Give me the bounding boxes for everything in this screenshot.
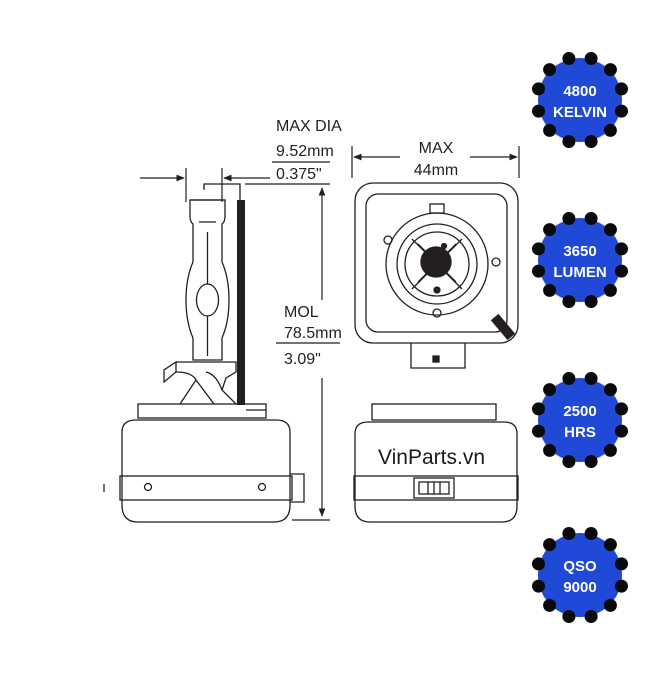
badge-dot	[584, 372, 598, 385]
badge-gear-icon	[538, 58, 622, 142]
badge-dot	[543, 63, 557, 77]
badge-dot	[603, 383, 617, 397]
badge-dot	[615, 402, 628, 416]
badge-dot	[584, 610, 598, 623]
bulb-side-view	[103, 183, 305, 523]
max-width-dimension	[351, 146, 520, 178]
top-view-outer-body	[354, 182, 519, 344]
badge-dot	[615, 579, 628, 593]
badge-dot	[603, 223, 617, 237]
badge-dot	[603, 598, 617, 612]
badge-dot	[562, 372, 576, 385]
badge-dot	[562, 212, 576, 225]
bulb-arc-chamber	[195, 283, 220, 317]
badge-dot	[562, 610, 576, 623]
mol-imperial: 3.09"	[284, 351, 321, 368]
badge-dot	[543, 223, 557, 237]
front-view-collar	[371, 403, 497, 421]
bulb-base-body	[121, 419, 291, 523]
badge-line1: 3650	[563, 243, 596, 260]
badge-line2: KELVIN	[553, 104, 607, 121]
max-dia-dimension	[140, 161, 330, 202]
badge-dot	[584, 295, 598, 308]
watermark-text: VinParts.vn	[378, 446, 485, 469]
max-dia-imperial: 0.375"	[276, 166, 322, 183]
bulb-top-view	[354, 182, 519, 369]
max-dia-metric: 9.52mm	[276, 143, 334, 160]
badge-dot	[603, 443, 617, 457]
badge-dot	[532, 402, 545, 416]
max-width-label: MAX	[419, 140, 454, 157]
top-view-key-tab	[490, 313, 516, 341]
badge-dot	[532, 82, 545, 96]
badge-dot	[603, 63, 617, 77]
front-view-connector-plug	[413, 477, 455, 499]
badge-dot	[584, 135, 598, 148]
mol-label: MOL	[284, 304, 319, 321]
badge-dot	[615, 557, 628, 571]
mol-metric: 78.5mm	[284, 325, 342, 342]
bulb-front-view	[353, 403, 519, 523]
badge-dot	[603, 538, 617, 552]
badge-dot	[543, 383, 557, 397]
badge-dot	[562, 527, 576, 540]
badge-dot	[562, 52, 576, 65]
badge-dot	[562, 455, 576, 468]
spec-badge: QSO 9000	[532, 527, 628, 623]
badge-line2: HRS	[564, 424, 596, 441]
badge-dot	[532, 264, 545, 278]
badge-line1: QSO	[563, 558, 597, 575]
badge-dot	[532, 557, 545, 571]
badge-line2: LUMEN	[553, 264, 606, 281]
max-width-metric: 44mm	[414, 162, 458, 179]
top-view-center-pin	[420, 246, 452, 278]
bulb-collar	[137, 403, 267, 419]
front-view-body	[354, 421, 518, 523]
badge-dot	[584, 212, 598, 225]
badge-dot	[615, 242, 628, 256]
badge-dot	[615, 82, 628, 96]
badge-line1: 2500	[563, 403, 596, 420]
bulb-glass-tube	[185, 199, 230, 361]
badge-gear-icon	[538, 533, 622, 617]
badge-dot	[543, 598, 557, 612]
mol-dimension	[245, 183, 340, 521]
badge-dot	[615, 424, 628, 438]
badge-dot	[543, 443, 557, 457]
badge-dot	[532, 104, 545, 118]
badge-gear-icon	[538, 218, 622, 302]
badge-dot	[532, 579, 545, 593]
max-dia-label: MAX DIA	[276, 118, 342, 135]
badge-dot	[562, 295, 576, 308]
badge-dot	[603, 123, 617, 137]
badge-dot	[603, 283, 617, 297]
bulb-connector-tab	[290, 473, 305, 503]
badge-dot	[615, 104, 628, 118]
badge-dot	[584, 455, 598, 468]
badge-dot	[562, 135, 576, 148]
badge-line2: 9000	[563, 579, 596, 596]
badge-dot	[615, 264, 628, 278]
badge-dot	[532, 242, 545, 256]
badge-dot	[543, 123, 557, 137]
bulb-return-wire	[203, 183, 241, 402]
badge-dot	[584, 52, 598, 65]
badge-dot	[584, 527, 598, 540]
badge-dot	[532, 424, 545, 438]
top-view-socket-ring	[385, 212, 489, 316]
badge-line1: 4800	[563, 83, 596, 100]
badge-dot	[543, 283, 557, 297]
badge-gear-icon	[538, 378, 622, 462]
badge-dot	[543, 538, 557, 552]
